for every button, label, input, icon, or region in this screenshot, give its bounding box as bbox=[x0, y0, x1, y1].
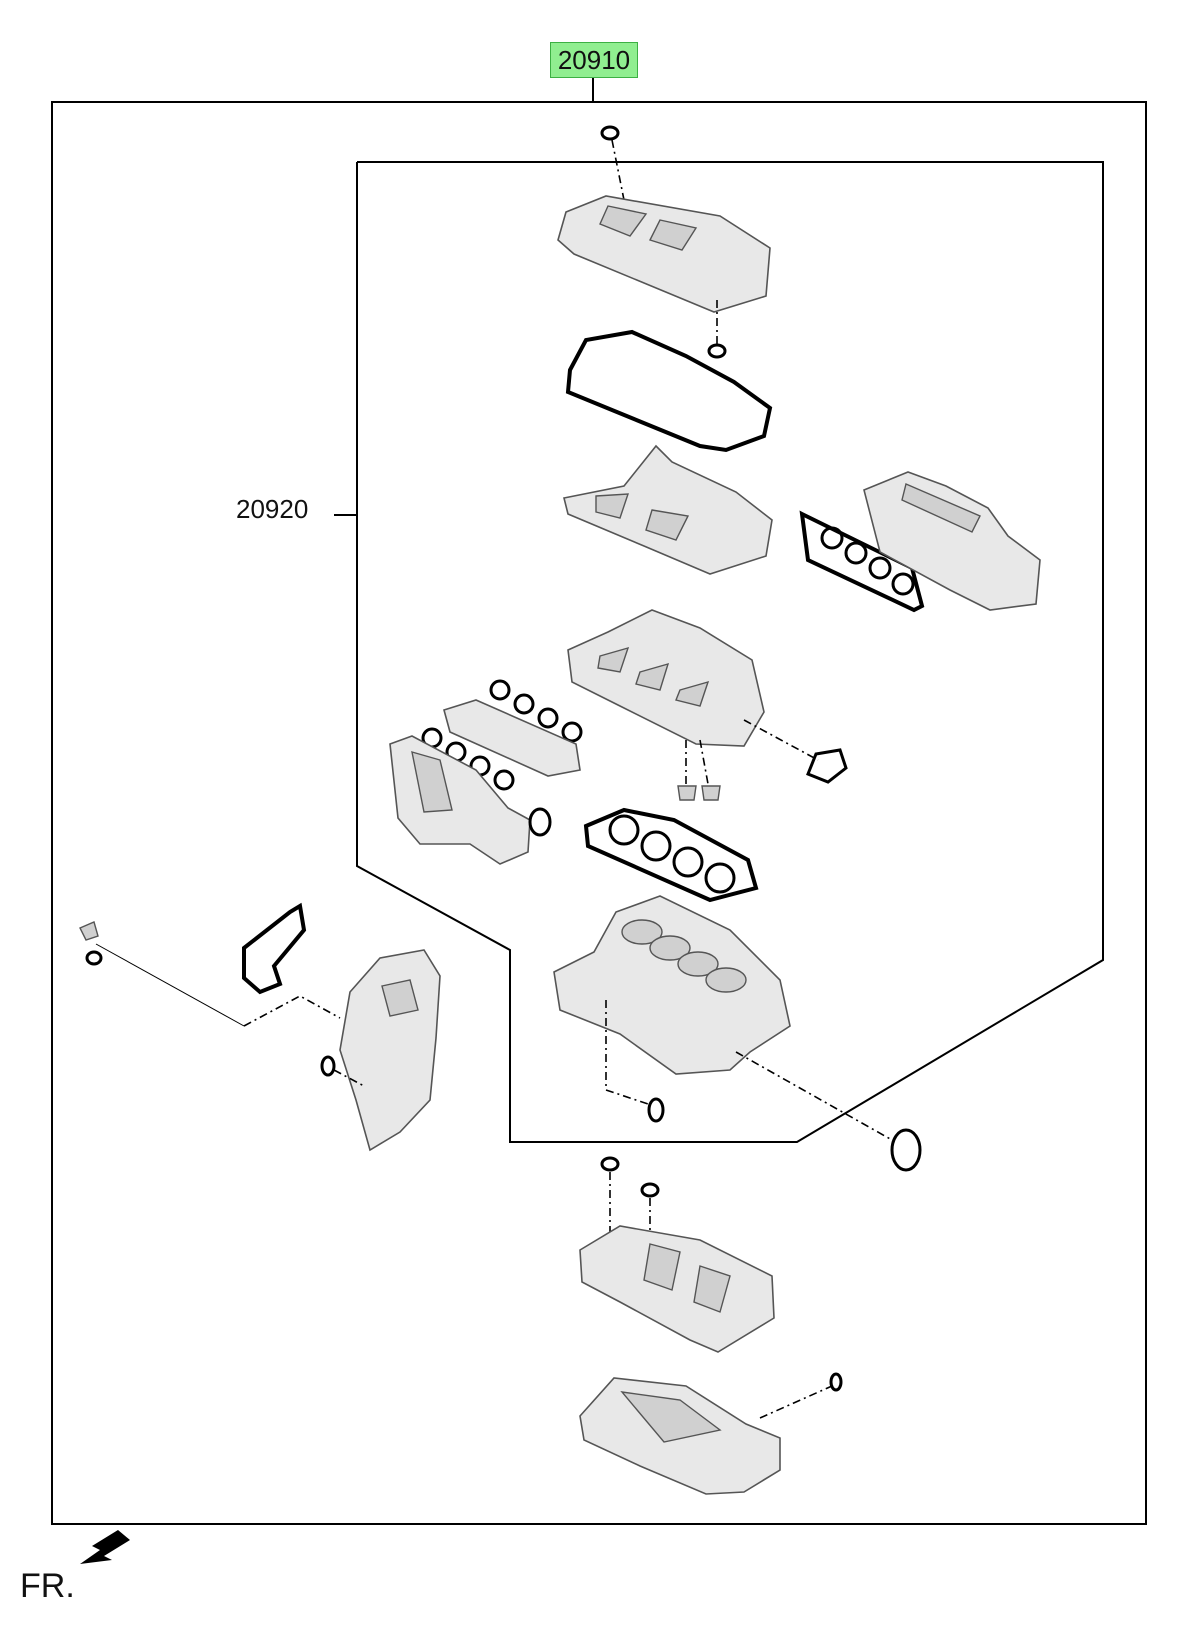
outer-frame bbox=[51, 101, 1147, 1525]
leader-dipstick-dash bbox=[243, 995, 341, 1027]
throttle-body-gasket[interactable] bbox=[528, 807, 552, 837]
leader-block-plug-2 bbox=[605, 1089, 649, 1105]
exhaust-port-opening-3 bbox=[868, 556, 892, 580]
exhaust-port-opening-1 bbox=[820, 526, 844, 550]
block-drain-plug-seal[interactable] bbox=[647, 1097, 665, 1123]
inner-frame bbox=[356, 161, 1104, 1143]
intake-manifold-spacer[interactable] bbox=[443, 699, 581, 777]
leader-rear-seal bbox=[735, 1051, 893, 1141]
leader-dipstick bbox=[95, 943, 245, 1027]
callout-20920[interactable]: 20920 bbox=[236, 494, 309, 524]
cover-oil-filler-seal[interactable] bbox=[600, 125, 620, 141]
timing-cover-seal-ring[interactable] bbox=[806, 748, 848, 784]
head-bolt-2[interactable] bbox=[701, 785, 721, 801]
timing-chain-cover[interactable] bbox=[339, 949, 441, 1152]
front-arrow-icon bbox=[80, 1530, 130, 1564]
intake-manifold[interactable] bbox=[389, 735, 531, 865]
intake-port-gaskets-upper[interactable] bbox=[489, 679, 583, 743]
exhaust-manifold[interactable] bbox=[863, 471, 1041, 611]
crank-front-seal[interactable] bbox=[320, 1055, 336, 1077]
rear-oil-seal[interactable] bbox=[890, 1128, 922, 1172]
lower-case-seal-1[interactable] bbox=[600, 1156, 620, 1172]
head-bolt-1[interactable] bbox=[677, 785, 697, 801]
lower-case-seal-2[interactable] bbox=[640, 1182, 660, 1198]
oil-level-gauge-o-ring[interactable] bbox=[85, 950, 103, 966]
lower-crankcase[interactable] bbox=[579, 1225, 775, 1353]
cylinder-head-cover-gasket[interactable] bbox=[565, 329, 773, 453]
cylinder-head[interactable] bbox=[567, 609, 765, 747]
oil-pan[interactable] bbox=[579, 1377, 781, 1495]
exhaust-port-opening-4 bbox=[891, 572, 915, 596]
callout-20910[interactable]: 20910 bbox=[550, 42, 638, 78]
exhaust-port-opening-2 bbox=[844, 541, 868, 565]
water-pump-gasket[interactable] bbox=[242, 902, 307, 995]
cylinder-block[interactable] bbox=[553, 895, 791, 1075]
leader-head-seal bbox=[743, 719, 819, 761]
front-direction-label: FR. bbox=[20, 1567, 75, 1605]
cylinder-head-gasket[interactable] bbox=[583, 807, 759, 903]
cylinder-head-cover[interactable] bbox=[557, 195, 771, 313]
oil-drain-plug-gasket[interactable] bbox=[829, 1372, 843, 1392]
leader-crank-front-seal bbox=[333, 1069, 365, 1087]
camshaft-carrier[interactable] bbox=[563, 444, 773, 575]
oil-level-gauge[interactable] bbox=[79, 921, 99, 941]
cover-bolt-seal[interactable] bbox=[707, 343, 727, 359]
leader-head-bolt-2 bbox=[699, 739, 709, 785]
leader-drain-plug bbox=[759, 1385, 833, 1419]
